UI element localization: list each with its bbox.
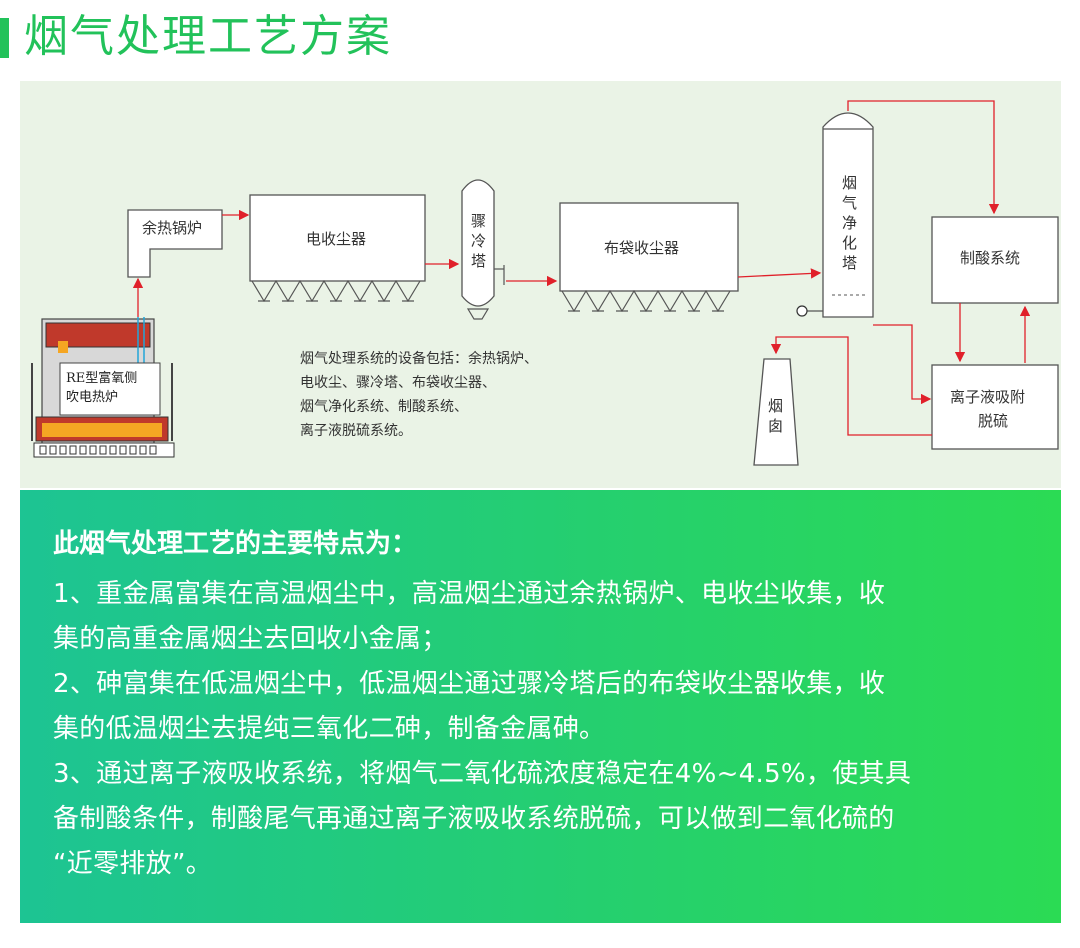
furnace-label-line1: RE型富氧侧: [66, 370, 137, 386]
flow-arrow-ionic-chimney: [770, 336, 932, 436]
ionic-liquid-desulfurization: 离子液吸附 脱硫: [931, 364, 1059, 450]
scrubber-label-5: 塔: [842, 254, 857, 272]
title-accent-bar: [0, 18, 9, 58]
acid-plant-label: 制酸系统: [960, 249, 1020, 267]
furnace-unit: RE型富氧侧 吹电热炉: [31, 317, 175, 458]
feature-item-2: 2、砷富集在低温烟尘中，低温烟尘通过骤冷塔后的布袋收尘器收集，收 集的低温烟尘去…: [53, 662, 1041, 752]
flow-arrow-scrubber-acid: [847, 100, 1000, 215]
chimney-label-2: 囱: [768, 417, 783, 435]
features-heading: 此烟气处理工艺的主要特点为：: [53, 529, 418, 559]
quench-label-3: 塔: [471, 252, 486, 270]
process-flow-svg: RE型富氧侧 吹电热炉 余热锅炉: [31, 100, 1059, 466]
furnace-label-line2: 吹电热炉: [66, 390, 118, 405]
note-line-4: 离子液脱硫系统。: [300, 422, 412, 439]
bag-filter-label: 布袋收尘器: [604, 239, 679, 257]
quench-label-2: 冷: [471, 232, 486, 250]
ionic-label-line2: 脱硫: [978, 412, 1008, 430]
scrubber-label-4: 化: [842, 234, 857, 252]
feature-2-line-2: 集的低温烟尘去提纯三氧化二砷，制备金属砷。: [53, 714, 606, 744]
acid-plant: 制酸系统: [931, 216, 1059, 304]
feature-1-line-2: 集的高重金属烟尘去回收小金属；: [53, 624, 448, 654]
note-line-3: 烟气净化系统、制酸系统、: [300, 399, 468, 415]
equipment-note: 烟气处理系统的设备包括：余热锅炉、 电收尘、骤冷塔、布袋收尘器、 烟气净化系统、…: [300, 350, 538, 439]
boiler-label: 余热锅炉: [142, 219, 202, 237]
gas-cleaning-tower: 烟 气 净 化 塔: [796, 112, 874, 318]
chimney: 烟 囱: [753, 358, 799, 466]
note-line-1: 烟气处理系统的设备包括：余热锅炉、: [300, 350, 538, 367]
quench-label-1: 骤: [471, 212, 486, 230]
feature-3-line-2: 备制酸条件，制酸尾气再通过离子液吸收系统脱硫，可以做到二氧化硫的: [53, 804, 895, 834]
page-title: 烟气处理工艺方案: [24, 11, 392, 62]
scrubber-label-1: 烟: [842, 174, 857, 192]
electrostatic-precipitator: 电收尘器: [249, 194, 426, 303]
bag-filter: 布袋收尘器: [559, 202, 739, 313]
note-line-2: 电收尘、骤冷塔、布袋收尘器、: [300, 375, 496, 391]
feature-1-line-1: 1、重金属富集在高温烟尘中，高温烟尘通过余热锅炉、电收尘收集，收: [53, 579, 886, 609]
feature-3-line-1: 3、通过离子液吸收系统，将烟气二氧化硫浓度稳定在4%~4.5%，使其具: [53, 759, 912, 789]
feature-item-3: 3、通过离子液吸收系统，将烟气二氧化硫浓度稳定在4%~4.5%，使其具 备制酸条…: [53, 752, 1041, 887]
feature-2-line-1: 2、砷富集在低温烟尘中，低温烟尘通过骤冷塔后的布袋收尘器收集，收: [53, 669, 886, 699]
feature-3-line-3: “近零排放”。: [53, 849, 213, 879]
features-panel: 此烟气处理工艺的主要特点为： 1、重金属富集在高温烟尘中，高温烟尘通过余热锅炉、…: [20, 490, 1061, 923]
esp-label: 电收尘器: [306, 230, 366, 248]
quench-tower: 骤 冷 塔: [461, 179, 505, 320]
feature-item-1: 1、重金属富集在高温烟尘中，高温烟尘通过余热锅炉、电收尘收集，收 集的高重金属烟…: [53, 572, 1041, 662]
scrubber-label-3: 净: [842, 214, 857, 232]
flow-arrow-scrubber-ionic: [873, 324, 932, 405]
scrubber-label-2: 气: [842, 194, 857, 212]
chimney-label-1: 烟: [768, 397, 783, 415]
process-flow-diagram: RE型富氧侧 吹电热炉 余热锅炉: [20, 81, 1061, 488]
waste-heat-boiler: 余热锅炉: [127, 209, 223, 278]
flow-arrow-bag-scrubber: [737, 268, 822, 279]
ionic-label-line1: 离子液吸附: [950, 388, 1025, 406]
